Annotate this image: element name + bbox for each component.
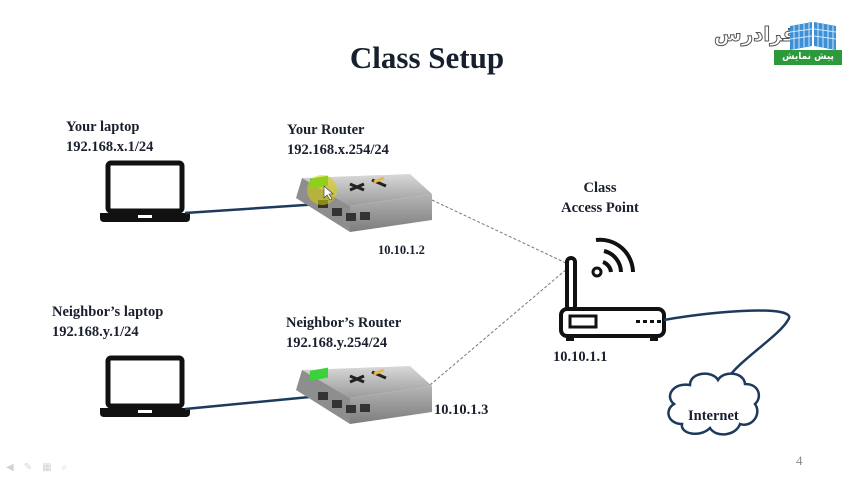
internet-cloud-icon	[667, 372, 761, 436]
neighbor-router-label: Neighbor’s Router 192.168.y.254/24	[286, 313, 401, 353]
book-icon	[789, 22, 837, 50]
your-router-ip: 192.168.x.254/24	[287, 142, 389, 158]
internet-label: Internet	[688, 408, 739, 424]
pen-icon[interactable]: ✎	[23, 462, 33, 473]
your-router-wan-ip: 10.10.1.2	[378, 243, 425, 257]
your-router-icon	[296, 174, 432, 232]
neighbor-laptop-name: Neighbor’s laptop	[52, 304, 164, 320]
neighbor-router-wan-ip: 10.10.1.3	[434, 402, 489, 418]
access-point-icon	[559, 256, 666, 341]
wifi-signal-icon	[591, 237, 635, 278]
neighbor-router-icon	[296, 366, 432, 424]
neighbor-router-ip: 192.168.y.254/24	[286, 335, 388, 351]
logo-wordmark: فرادرس	[714, 22, 797, 47]
cable-your-laptop	[184, 202, 321, 215]
slides-icon[interactable]: ▦	[42, 462, 52, 473]
neighbor-laptop-ip: 192.168.y.1/24	[52, 324, 139, 340]
slide-title: Class Setup	[349, 40, 505, 75]
access-point-name-line2: Access Point	[561, 200, 639, 216]
cable-neighbor-laptop	[184, 394, 321, 411]
cable-internet	[663, 309, 791, 379]
page-number: 4	[796, 453, 803, 468]
prev-icon[interactable]: ◀	[6, 462, 14, 473]
wireless-link-neighbor-router	[429, 267, 569, 386]
neighbor-router-name: Neighbor’s Router	[286, 315, 402, 331]
your-laptop-label: Your laptop 192.168.x.1/24	[66, 117, 153, 157]
zoom-icon[interactable]: ⌕	[61, 462, 68, 473]
preview-badge: پیش نمایش	[774, 50, 842, 65]
your-laptop-ip: 192.168.x.1/24	[66, 139, 154, 155]
access-point-name-line1: Class	[583, 180, 617, 196]
neighbor-laptop-icon	[100, 355, 190, 417]
your-laptop-icon	[100, 160, 190, 222]
your-router-label: Your Router 192.168.x.254/24	[287, 120, 389, 160]
your-router-name: Your Router	[287, 122, 365, 138]
your-laptop-name: Your laptop	[66, 119, 140, 135]
wireless-link-your-router	[431, 199, 569, 265]
access-point-label: Class Access Point	[540, 178, 660, 218]
faradars-logo: فرادرس پیش نمایش	[712, 18, 842, 66]
slideshow-controls: ◀ ✎ ▦ ⌕	[6, 462, 67, 473]
neighbor-laptop-label: Neighbor’s laptop 192.168.y.1/24	[52, 302, 163, 342]
access-point-ip: 10.10.1.1	[553, 349, 608, 365]
